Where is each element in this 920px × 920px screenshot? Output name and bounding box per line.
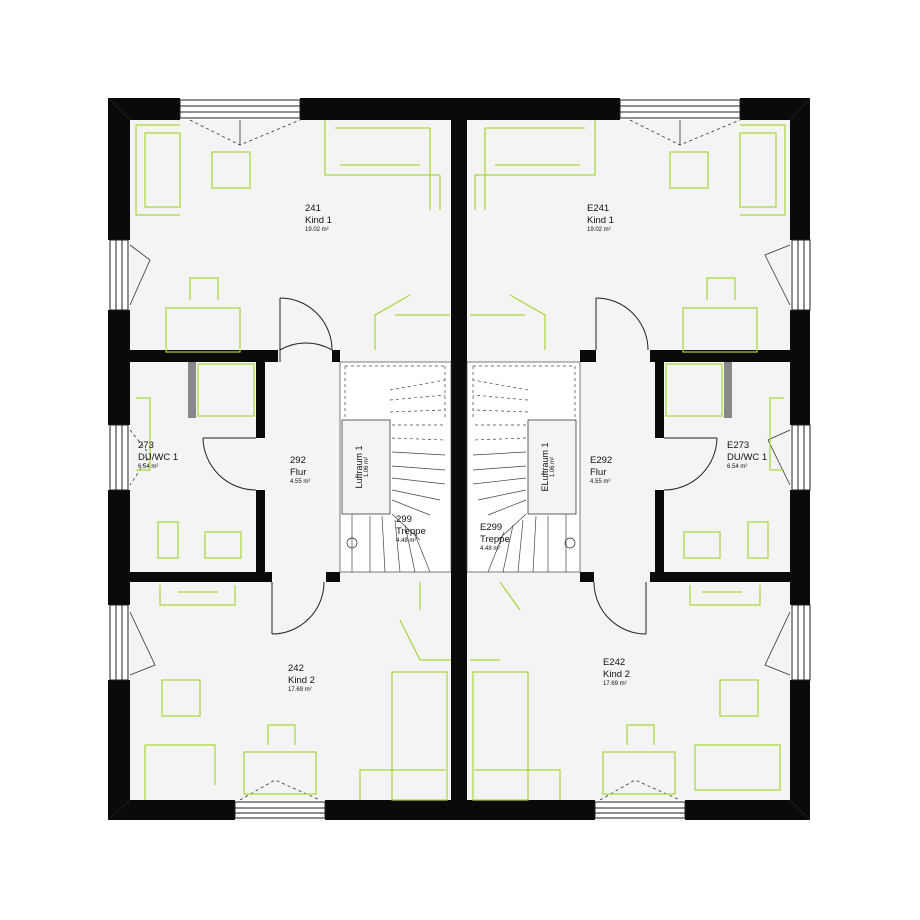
room-area: 4.55 m²	[290, 478, 311, 485]
room-name: DU/WC 1	[727, 451, 768, 463]
room-name: Kind 2	[288, 674, 315, 686]
room-name: Treppe	[396, 525, 426, 537]
room-area: 17.69 m²	[603, 680, 627, 687]
room-label-E242: E242 Kind 2 17.69 m²	[603, 657, 630, 688]
room-number: E242	[603, 657, 626, 668]
room-label-242: 242 Kind 2 17.69 m²	[288, 663, 315, 694]
room-area: 19.02 m²	[305, 226, 329, 233]
room-area: 4.48 m²	[480, 545, 501, 552]
room-label-292: 292 Flur 4.55 m²	[290, 455, 310, 486]
room-number: 299	[396, 514, 412, 525]
room-area: 19.02 m²	[587, 226, 611, 233]
void-label-right: ELuftraum 1 1.06 m²	[540, 427, 564, 507]
room-label-273: 273 DU/WC 1 6.54 m²	[138, 440, 178, 471]
doors	[202, 297, 718, 635]
room-name: DU/WC 1	[138, 451, 179, 463]
void-area: 1.06 m²	[364, 456, 370, 478]
room-area: 4.48 m²	[396, 537, 417, 544]
room-name: Flur	[290, 466, 307, 478]
window-openings	[108, 98, 812, 820]
furniture	[135, 120, 786, 801]
staircase-left	[339, 361, 452, 573]
void-label-left: Luftraum 1 1.06 m²	[354, 427, 378, 507]
room-name: Kind 1	[587, 214, 614, 226]
room-name: Flur	[590, 466, 607, 478]
room-area: 6.54 m²	[727, 463, 748, 470]
room-area: 4.55 m²	[590, 478, 611, 485]
room-number: 273	[138, 440, 154, 451]
room-number: 242	[288, 663, 304, 674]
window-swings	[129, 119, 791, 801]
room-label-241: 241 Kind 1 19.02 m²	[305, 203, 332, 234]
room-number: 241	[305, 203, 321, 214]
window-frames	[109, 99, 811, 819]
room-label-299: 299 Treppe 4.48 m²	[396, 514, 426, 545]
room-label-E299: E299 Treppe 4.48 m²	[480, 522, 510, 553]
void-name: ELuftraum 1	[540, 442, 550, 492]
room-number: E292	[590, 455, 613, 466]
room-label-E292: E292 Flur 4.55 m²	[590, 455, 612, 486]
void-area: 1.06 m²	[550, 456, 556, 478]
room-name: Treppe	[480, 533, 510, 545]
room-number: E299	[480, 522, 503, 533]
staircase-right	[466, 361, 581, 573]
room-area: 6.54 m²	[138, 463, 159, 470]
room-name: Kind 2	[603, 668, 630, 680]
room-number: E241	[587, 203, 610, 214]
room-area: 17.69 m²	[288, 686, 312, 693]
bathroom-radiators	[188, 362, 732, 418]
room-label-E241: E241 Kind 1 19.02 m²	[587, 203, 614, 234]
room-number: E273	[727, 440, 750, 451]
void-name: Luftraum 1	[354, 445, 364, 489]
room-name: Kind 1	[305, 214, 332, 226]
room-number: 292	[290, 455, 306, 466]
room-label-E273: E273 DU/WC 1 6.54 m²	[727, 440, 767, 471]
interior-walls	[130, 98, 790, 820]
